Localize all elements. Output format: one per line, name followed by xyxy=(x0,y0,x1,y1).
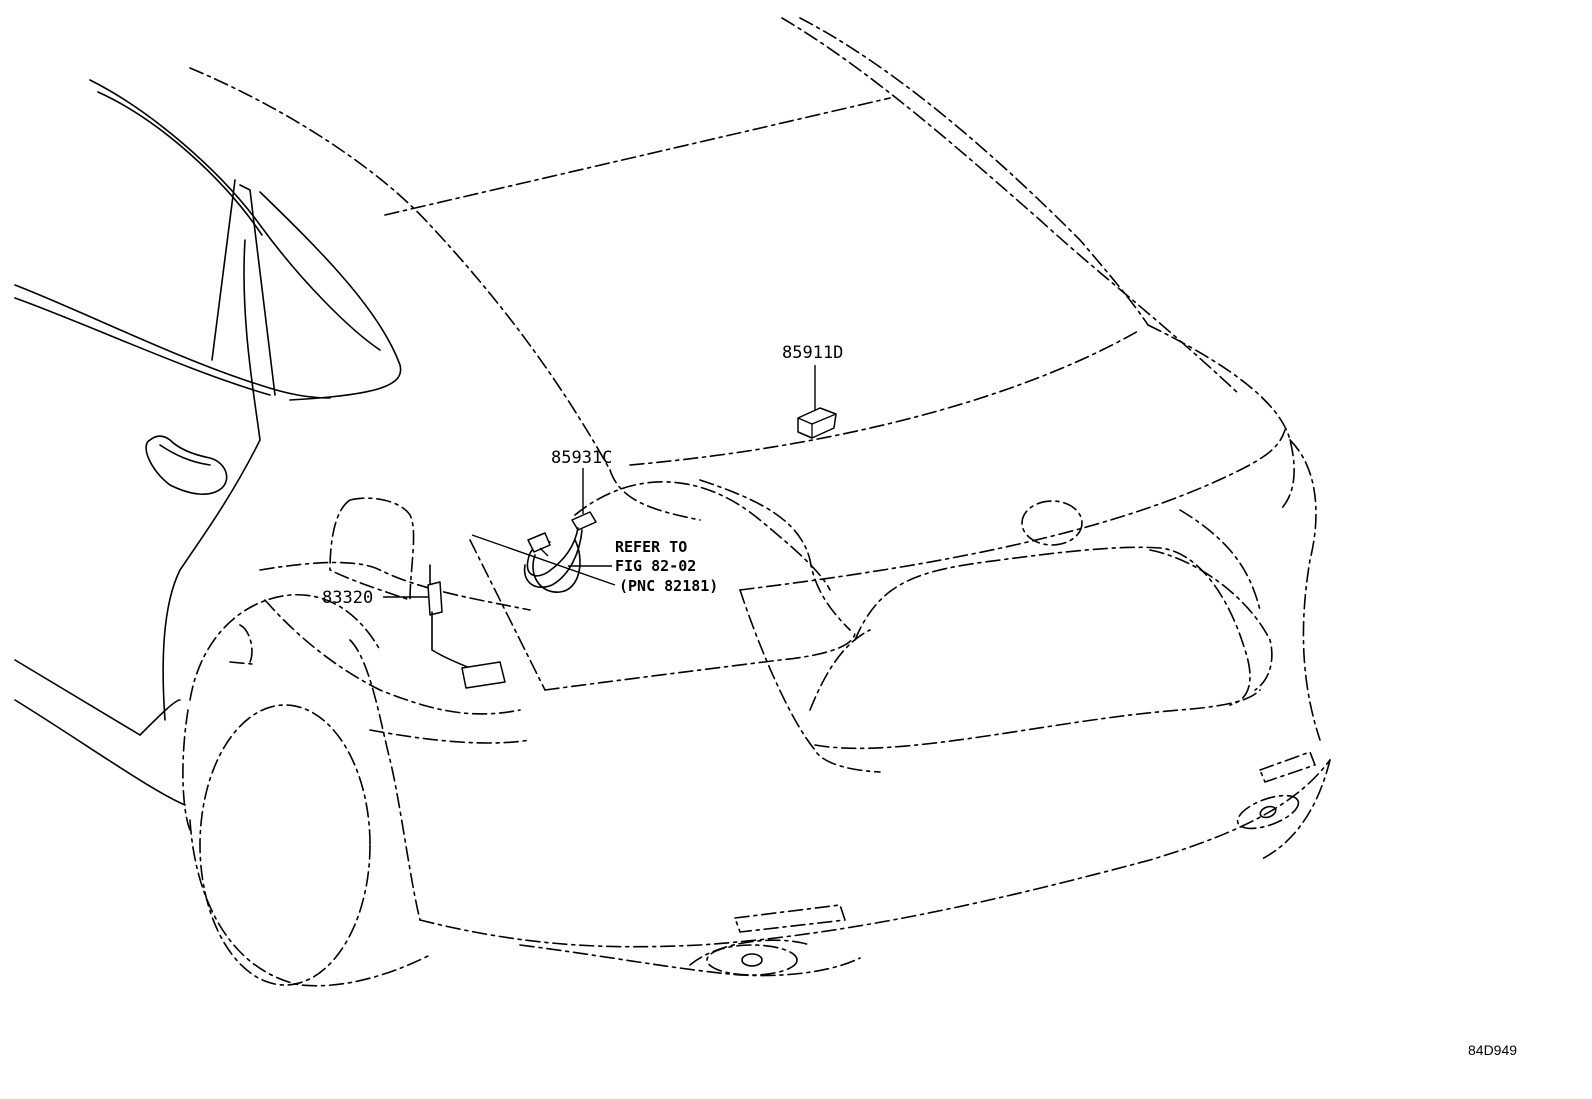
figure-code: 84D949 xyxy=(1468,1042,1517,1058)
refer-note-line2[interactable]: FIG 82-02 xyxy=(615,557,696,575)
vehicle-outline xyxy=(14,17,1331,987)
callout-83320[interactable]: 83320 xyxy=(322,588,373,608)
leader-refer-2 xyxy=(471,534,616,586)
refer-note-line1[interactable]: REFER TO xyxy=(615,538,687,556)
part-85931c-harness[interactable] xyxy=(523,511,597,593)
callout-85911d[interactable]: 85911D xyxy=(782,343,843,363)
part-85911d-module[interactable] xyxy=(797,407,837,439)
part-83320-sender[interactable] xyxy=(427,564,506,689)
refer-note-line3[interactable]: (PNC 82181) xyxy=(619,577,718,595)
callout-85931c[interactable]: 85931C xyxy=(551,448,612,468)
